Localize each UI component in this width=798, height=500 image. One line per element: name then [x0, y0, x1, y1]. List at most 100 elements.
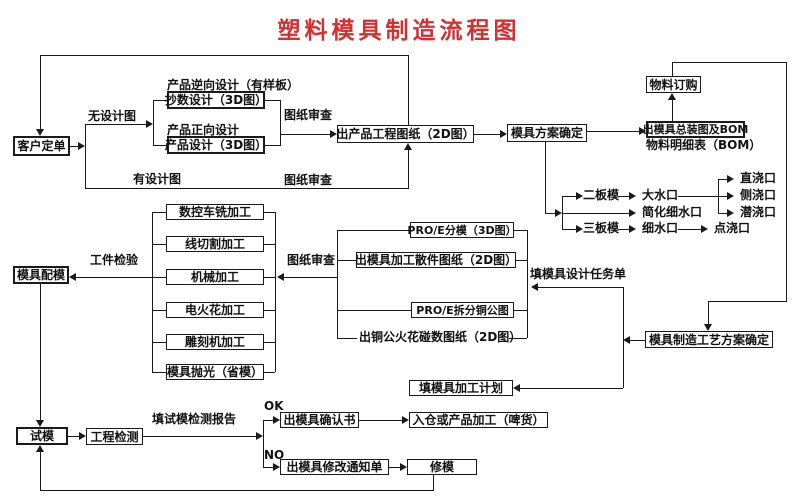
label-trial-report: 填试模检测报告	[152, 412, 237, 426]
arrowhead-icon	[701, 225, 708, 233]
node-parts-drawing: 出模具加工散件图纸（2D图）	[354, 252, 518, 268]
connector-line	[562, 229, 576, 230]
arrowhead-icon	[36, 445, 44, 452]
node-modify-notice: 出模具修改通知单	[280, 459, 389, 475]
label-simplified-gate: 简化细水口	[642, 205, 703, 219]
label-fill-design-task: 填模具设计任务单	[530, 267, 627, 281]
label-no-design: 无设计图	[88, 109, 137, 123]
connector-line	[678, 229, 701, 230]
arrowhead-icon	[668, 93, 676, 100]
label-review-top: 图纸审查	[284, 108, 333, 122]
node-customer-order: 客户定单	[13, 136, 70, 156]
connector-line	[75, 277, 152, 278]
connector-line	[153, 100, 154, 146]
node-fill-plan: 填模具加工计划	[409, 380, 513, 396]
arrowhead-icon	[555, 209, 562, 217]
connector-line	[264, 310, 275, 311]
node-material-order: 物料订购	[646, 76, 701, 93]
connector-line	[514, 230, 527, 231]
flowchart-title: 塑料模具制造流程图	[277, 18, 521, 44]
arrowhead-icon	[79, 432, 86, 440]
connector-line	[678, 196, 718, 197]
label-reverse-design: 产品逆向设计（有样板）	[167, 78, 300, 92]
connector-line	[672, 62, 673, 77]
connector-line	[672, 100, 673, 121]
connector-line	[263, 467, 274, 468]
arrowhead-icon	[69, 273, 76, 281]
node-proe-copper: PRO/E拆分铜公图	[411, 302, 514, 318]
connector-line	[623, 287, 624, 388]
arrowhead-icon	[78, 142, 85, 150]
arrowhead-icon	[629, 192, 636, 200]
connector-line	[265, 145, 280, 146]
connector-line	[68, 436, 80, 437]
connector-line	[708, 301, 709, 325]
arrowhead-icon	[629, 209, 636, 217]
node-machining: 机械加工	[166, 269, 264, 285]
connector-line	[527, 230, 528, 338]
node-product-design: 产品设计（3D图）	[164, 136, 268, 154]
connector-line	[786, 62, 787, 302]
label-submarine-gate: 潜浇口	[740, 205, 777, 219]
arrowhead-icon	[404, 143, 412, 150]
arrowhead-icon	[500, 130, 507, 138]
connector-line	[85, 124, 147, 125]
connector-line	[152, 212, 166, 213]
connector-line	[509, 338, 527, 339]
node-cnc: 数控车铣加工	[166, 204, 264, 220]
label-review-bottom: 图纸审查	[284, 173, 333, 187]
connector-line	[359, 420, 403, 421]
connector-line	[562, 196, 576, 197]
connector-line	[153, 100, 167, 101]
connector-line	[152, 372, 166, 373]
connector-line	[545, 213, 556, 214]
arrowhead-icon	[146, 120, 153, 128]
connector-line	[40, 55, 409, 56]
connector-line	[264, 244, 275, 245]
connector-line	[537, 287, 623, 288]
connector-line	[40, 490, 434, 491]
connector-line	[718, 213, 727, 214]
connector-line	[516, 260, 527, 261]
connector-line	[629, 340, 645, 341]
label-inspection: 工件检验	[90, 253, 139, 267]
connector-line	[264, 277, 275, 278]
arrowhead-icon	[36, 420, 44, 427]
label-forward-design: 产品正向设计	[167, 123, 240, 137]
connector-line	[264, 342, 275, 343]
connector-line	[264, 212, 275, 213]
node-assembly-bom: 出模具总装图及BOM	[642, 121, 749, 138]
arrowhead-icon	[330, 130, 337, 138]
node-mold-fitting: 模具配模	[13, 266, 69, 284]
label-big-gate: 大水口	[642, 188, 679, 202]
arrowhead-icon	[639, 127, 646, 135]
connector-line	[263, 420, 274, 421]
arrowhead-icon	[727, 175, 734, 183]
arrowhead-icon	[402, 416, 409, 424]
connector-line	[40, 452, 41, 491]
label-ok: OK	[264, 399, 284, 413]
label-no: NO	[264, 448, 285, 462]
connector-line	[85, 124, 86, 189]
label-side-gate: 侧浇口	[740, 188, 777, 202]
connector-line	[718, 179, 727, 180]
connector-line	[545, 142, 546, 214]
arrowhead-icon	[400, 463, 407, 471]
arrowhead-icon	[727, 192, 734, 200]
connector-line	[718, 196, 727, 197]
connector-line	[280, 100, 281, 146]
connector-line	[618, 196, 630, 197]
label-direct-gate: 直浇口	[740, 171, 777, 185]
connector-line	[284, 277, 337, 278]
connector-line	[514, 310, 527, 311]
arrowhead-icon	[36, 129, 44, 136]
connector-line	[474, 134, 501, 135]
connector-line	[337, 260, 356, 261]
connector-line	[40, 284, 41, 420]
connector-line	[265, 100, 280, 101]
label-review-machining: 图纸审查	[287, 253, 336, 267]
node-repair: 修模	[407, 459, 477, 475]
connector-line	[70, 146, 79, 147]
connector-line	[152, 310, 166, 311]
